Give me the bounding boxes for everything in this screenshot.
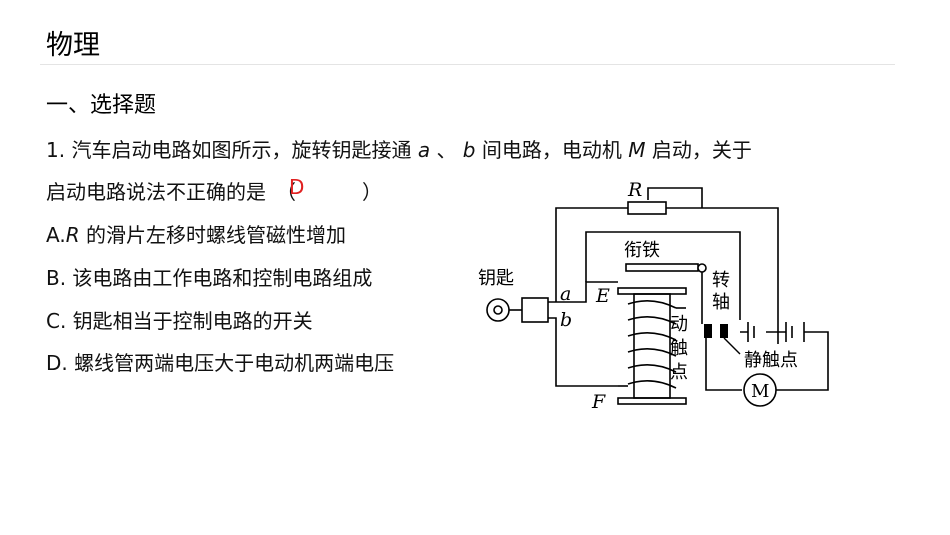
motor-circle xyxy=(743,373,777,407)
option-a-var: R xyxy=(65,223,80,247)
coil-bottom-plate xyxy=(617,397,687,405)
wire-armature-loop xyxy=(585,231,741,320)
static-contact-leader xyxy=(723,337,741,355)
option-d: D. 螺线管两端电压大于电动机两端电压 xyxy=(46,348,394,378)
battery-cell-2 xyxy=(785,322,793,342)
label-armature: 衔铁 xyxy=(624,240,660,261)
label-moving-3: 点 xyxy=(670,362,688,383)
option-c-text: C. 钥匙相当于控制电路的开关 xyxy=(46,309,313,333)
question-text-suffix: 启动，关于 xyxy=(651,138,752,162)
label-R: R xyxy=(627,179,642,201)
label-key: 钥匙 xyxy=(478,268,514,289)
wire-b xyxy=(548,317,618,387)
section-heading: 一、选择题 xyxy=(46,93,157,118)
question-line-2: 启动电路说法不正确的是 （ ） xyxy=(46,177,382,207)
label-moving-2: 触 xyxy=(670,338,688,359)
wire-top-left xyxy=(555,207,628,302)
label-F: F xyxy=(591,391,606,413)
label-moving-1: 动 xyxy=(670,314,688,335)
label-b: b xyxy=(560,309,572,331)
option-d-text: D. 螺线管两端电压大于电动机两端电压 xyxy=(46,351,395,375)
page-title: 物理 xyxy=(46,30,100,61)
battery-cell-1 xyxy=(747,322,755,342)
battery-wires xyxy=(740,331,829,391)
option-b-text: B. 该电路由工作电路和控制电路组成 xyxy=(46,266,373,290)
title-divider xyxy=(40,64,895,65)
key-hole xyxy=(493,305,503,315)
key-body xyxy=(521,297,549,323)
coil-top-plate xyxy=(617,287,687,295)
answer-bracket-close: ） xyxy=(362,180,382,204)
question-line-1: 1. 汽车启动电路如图所示，旋转钥匙接通 a 、 b 间电路，电动机 M 启动，… xyxy=(46,135,752,165)
wire-a xyxy=(548,281,618,303)
label-pivot-1: 转 xyxy=(712,270,730,291)
motor-branch xyxy=(705,324,742,391)
answer-bracket-open: （ xyxy=(276,180,296,204)
label-a: a xyxy=(560,283,571,305)
answer-mark: D xyxy=(289,175,305,199)
armature-bar xyxy=(625,263,699,272)
option-a-prefix: A. xyxy=(46,223,66,247)
option-a-text: 的滑片左移时螺线管磁性增加 xyxy=(79,223,346,247)
question-text-middle: 间电路，电动机 xyxy=(481,138,622,162)
option-b: B. 该电路由工作电路和控制电路组成 xyxy=(46,263,372,293)
question-text-prefix: 1. 汽车启动电路如图所示，旋转钥匙接通 xyxy=(46,138,412,162)
label-E: E xyxy=(595,285,610,307)
question-var-b: b xyxy=(462,138,476,162)
rheostat-slider xyxy=(647,187,703,208)
question-var-m: M xyxy=(628,138,646,162)
option-c: C. 钥匙相当于控制电路的开关 xyxy=(46,306,313,336)
question-text-line2: 启动电路说法不正确的是 xyxy=(46,180,266,204)
coil-core xyxy=(633,293,671,399)
pivot xyxy=(697,263,707,273)
wire-top-right xyxy=(666,207,779,344)
label-pivot-2: 轴 xyxy=(712,292,730,313)
key-head xyxy=(486,298,510,322)
circuit-diagram: R 衔铁 钥匙 a b E F 转 轴 动 触 点 静触点 M xyxy=(478,179,829,413)
static-contact-block xyxy=(720,324,728,338)
moving-contact xyxy=(704,324,712,338)
question-sep: 、 xyxy=(436,138,457,162)
coil-winding xyxy=(627,300,677,389)
rheostat xyxy=(627,201,667,215)
label-motor: M xyxy=(751,381,769,402)
label-static-contact: 静触点 xyxy=(744,350,798,371)
question-var-a: a xyxy=(417,138,431,162)
option-a: A.R 的滑片左移时螺线管磁性增加 xyxy=(46,220,346,250)
